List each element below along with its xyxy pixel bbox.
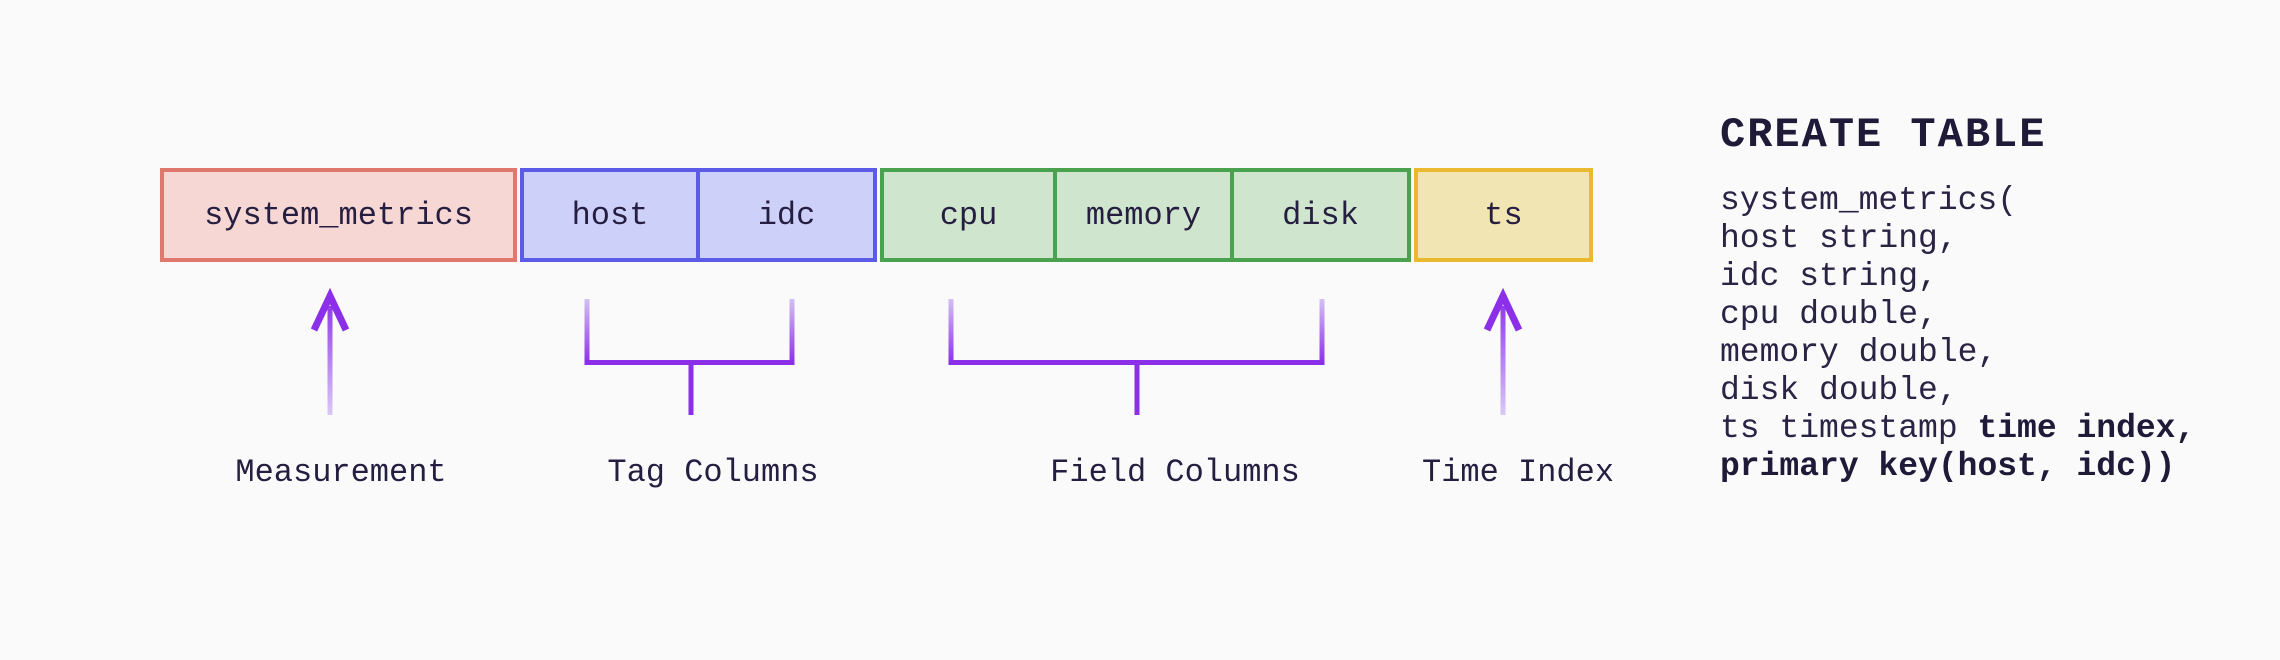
sql-heading: CREATE TABLE (1720, 111, 2047, 159)
schema-box-cpu: cpu (880, 168, 1057, 262)
sql-line: idc string, (1720, 258, 2260, 296)
sql-line-text: host string, (1720, 220, 1958, 257)
sql-line-text: system_metrics( (1720, 182, 2018, 219)
label-field-columns: Field Columns (1050, 454, 1300, 491)
sql-line-bold-text: time index, (1977, 410, 2196, 447)
schema-box-disk: disk (1230, 168, 1411, 262)
sql-line: cpu double, (1720, 296, 2260, 334)
sql-line: memory double, (1720, 334, 2260, 372)
measurement-arrow (310, 287, 350, 415)
field-columns-bracket (948, 299, 1325, 415)
schema-box-ts: ts (1414, 168, 1593, 262)
sql-line: disk double, (1720, 372, 2260, 410)
time-index-arrow (1483, 287, 1523, 415)
label-tag-columns: Tag Columns (607, 454, 819, 491)
sql-line: system_metrics( (1720, 182, 2260, 220)
sql-line-text: memory double, (1720, 334, 1998, 371)
sql-line-text: ts timestamp (1720, 410, 1978, 447)
sql-code-block: CREATE TABLE system_metrics( host string… (1720, 110, 2260, 486)
sql-line: host string, (1720, 220, 2260, 258)
sql-line-bold-text: primary key(host, idc)) (1720, 448, 2176, 485)
tag-columns-bracket (584, 299, 795, 415)
sql-line-text: idc string, (1720, 258, 1938, 295)
sql-line: primary key(host, idc)) (1720, 448, 2260, 486)
sql-line: ts timestamp time index, (1720, 410, 2260, 448)
schema-box-system-metrics: system_metrics (160, 168, 517, 262)
sql-line-text: disk double, (1720, 372, 1958, 409)
sql-line-text: cpu double, (1720, 296, 1938, 333)
label-measurement: Measurement (235, 454, 447, 491)
schema-box-memory: memory (1053, 168, 1234, 262)
schema-box-idc: idc (696, 168, 877, 262)
label-time-index: Time Index (1421, 454, 1615, 491)
schema-box-host: host (520, 168, 700, 262)
